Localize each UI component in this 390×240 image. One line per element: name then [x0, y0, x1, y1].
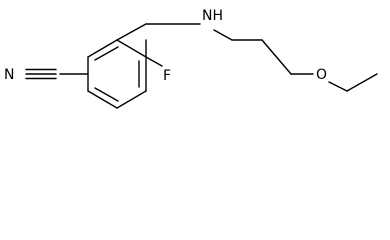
nitrogen-to-propyl-bond [213, 29, 233, 41]
nitrile-nitrogen-label: N [4, 67, 14, 83]
ethyl-terminal-bond [346, 73, 378, 92]
ring-to-methylene-bond [116, 23, 147, 41]
fluorine-label: F [163, 68, 171, 84]
oxygen-label: O [316, 67, 327, 83]
ring-bond-top-right [116, 39, 147, 58]
chemical-structure-diagram: N F NH O [4, 8, 378, 109]
ring-bond-bottom-left-inner [94, 87, 119, 102]
oxygen-to-ethyl-bond [328, 81, 348, 92]
propyl-bond-2 [261, 39, 292, 75]
ring-bond-top-left-inner [94, 46, 119, 61]
ring-bond-bottom-left [87, 90, 118, 109]
fluorine-substituent: F [145, 56, 171, 84]
ring-bond-top-left [87, 39, 118, 58]
nitrile-group: N [4, 67, 89, 83]
aminomethyl-chain: NH [116, 8, 223, 58]
amine-label: NH [202, 8, 223, 24]
ring-bond-bottom-right [116, 90, 147, 109]
fluorine-bond [145, 56, 163, 67]
benzene-ring [87, 39, 147, 109]
ethoxypropyl-chain: O [213, 29, 378, 92]
